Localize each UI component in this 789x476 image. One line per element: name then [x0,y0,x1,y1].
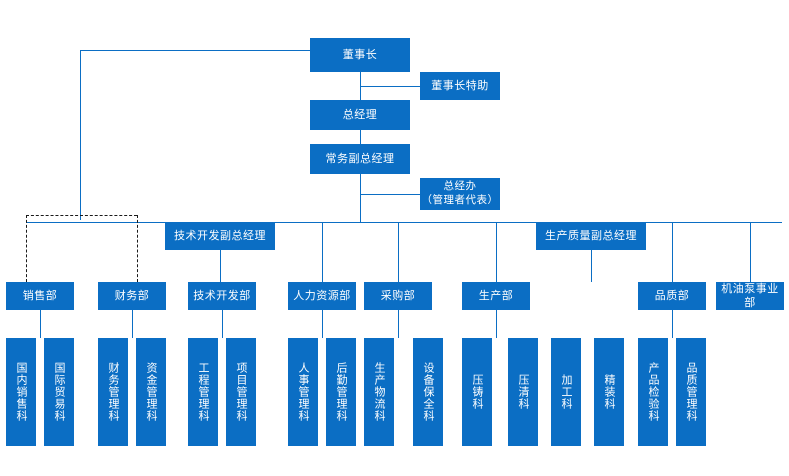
org-node-label: 品质部 [654,289,690,303]
connector-line [322,222,323,282]
org-node-prod_dgm[interactable]: 生产质量副总经理 [536,222,646,250]
org-node-label: 常务副总经理 [325,152,395,166]
org-node-label: 加工科 [560,374,574,410]
org-node-label: 工程管理科 [197,362,211,422]
connector-line [672,310,673,338]
org-node-label: 项目管理科 [235,362,249,422]
org-node-label: 品质管理科 [685,362,699,422]
connector-line [80,50,81,220]
org-node-quality_dept[interactable]: 品质部 [638,282,706,310]
org-node-prod_logistics[interactable]: 生产物流科 [364,338,394,446]
connector-line [496,310,497,338]
connector-line [222,310,223,338]
org-node-logistics_mgmt[interactable]: 后勤管理科 [326,338,356,446]
org-node-gm[interactable]: 总经理 [310,100,410,130]
org-node-label: 人事管理科 [297,362,311,422]
connector-line [360,86,420,87]
org-node-label: 产品检验科 [647,362,661,422]
org-node-fund_mgmt[interactable]: 资金管理科 [136,338,166,446]
org-node-label: 总经理 [342,108,378,122]
org-node-label: 国内销售科 [15,362,29,422]
org-node-label: 机油泵事业部 [721,282,779,309]
connector-line [750,222,751,282]
connector-line [360,194,420,195]
org-node-label: 生产质量副总经理 [545,229,637,243]
org-node-label: 压铸科 [471,374,485,410]
org-node-chairman[interactable]: 董事长 [310,38,410,72]
org-node-tech_dgm[interactable]: 技术开发副总经理 [165,222,275,250]
connector-line [220,222,221,282]
connector-line [496,222,497,282]
org-node-label: 财务管理科 [107,362,121,422]
org-node-label: 董事长特助 [431,79,489,93]
org-node-machining[interactable]: 加工科 [551,338,581,446]
org-node-label: 总经办 [443,180,477,193]
org-node-label: 采购部 [380,289,416,303]
org-node-personnel_mgmt[interactable]: 人事管理科 [288,338,318,446]
connector-line [672,222,673,282]
org-node-quality_mgmt[interactable]: 品质管理科 [676,338,706,446]
connector-line [360,130,361,144]
org-node-eng_mgmt[interactable]: 工程管理科 [188,338,218,446]
dashed-connector-line [26,215,27,282]
org-node-label: 压清科 [517,374,531,410]
org-node-label: 资金管理科 [145,362,159,422]
connector-line [398,310,399,338]
org-node-proj_mgmt[interactable]: 项目管理科 [226,338,256,446]
org-node-equip_mgmt[interactable]: 设备保全科 [413,338,443,446]
connector-line [322,310,323,338]
org-node-assembly[interactable]: 精装科 [594,338,624,446]
connector-line [360,174,361,222]
dashed-connector-line [26,215,137,216]
org-node-label: 国际贸易科 [53,362,67,422]
org-node-label: 董事长 [342,48,378,62]
org-node-sublabel: （管理者代表） [421,194,499,206]
org-node-finance_dept[interactable]: 财务部 [98,282,166,310]
org-node-label: 生产物流科 [373,362,387,422]
org-node-intl_trade[interactable]: 国际贸易科 [44,338,74,446]
org-node-gm_office[interactable]: 总经办（管理者代表） [420,178,500,210]
org-node-label: 人力资源部 [293,289,351,303]
connector-line [40,310,41,338]
org-node-production_dept[interactable]: 生产部 [462,282,530,310]
org-node-oilpump_div[interactable]: 机油泵事业部 [716,282,784,310]
org-node-sales_dept[interactable]: 销售部 [6,282,74,310]
org-node-label: 销售部 [22,289,58,303]
org-node-exec_dgm[interactable]: 常务副总经理 [310,144,410,174]
org-node-label: 技术开发副总经理 [174,229,266,243]
org-node-purchase_dept[interactable]: 采购部 [364,282,432,310]
org-node-label: 技术开发部 [193,289,251,303]
org-node-label: 后勤管理科 [335,362,349,422]
org-node-fin_mgmt[interactable]: 财务管理科 [98,338,128,446]
org-node-cleaning[interactable]: 压清科 [508,338,538,446]
org-node-label: 精装科 [603,374,617,410]
org-node-label: 生产部 [478,289,514,303]
dashed-connector-line [137,215,138,282]
connector-line [132,310,133,338]
org-node-label: 财务部 [114,289,150,303]
org-node-label: 设备保全科 [422,362,436,422]
org-node-diecast[interactable]: 压铸科 [462,338,492,446]
connector-line [26,222,782,223]
connector-line [398,222,399,282]
org-node-techdev_dept[interactable]: 技术开发部 [188,282,256,310]
org-node-chairman_asst[interactable]: 董事长特助 [420,72,500,100]
org-node-product_insp[interactable]: 产品检验科 [638,338,668,446]
connector-line [591,222,592,282]
org-node-hr_dept[interactable]: 人力资源部 [288,282,356,310]
connector-line [80,50,310,51]
org-node-domestic_sales[interactable]: 国内销售科 [6,338,36,446]
